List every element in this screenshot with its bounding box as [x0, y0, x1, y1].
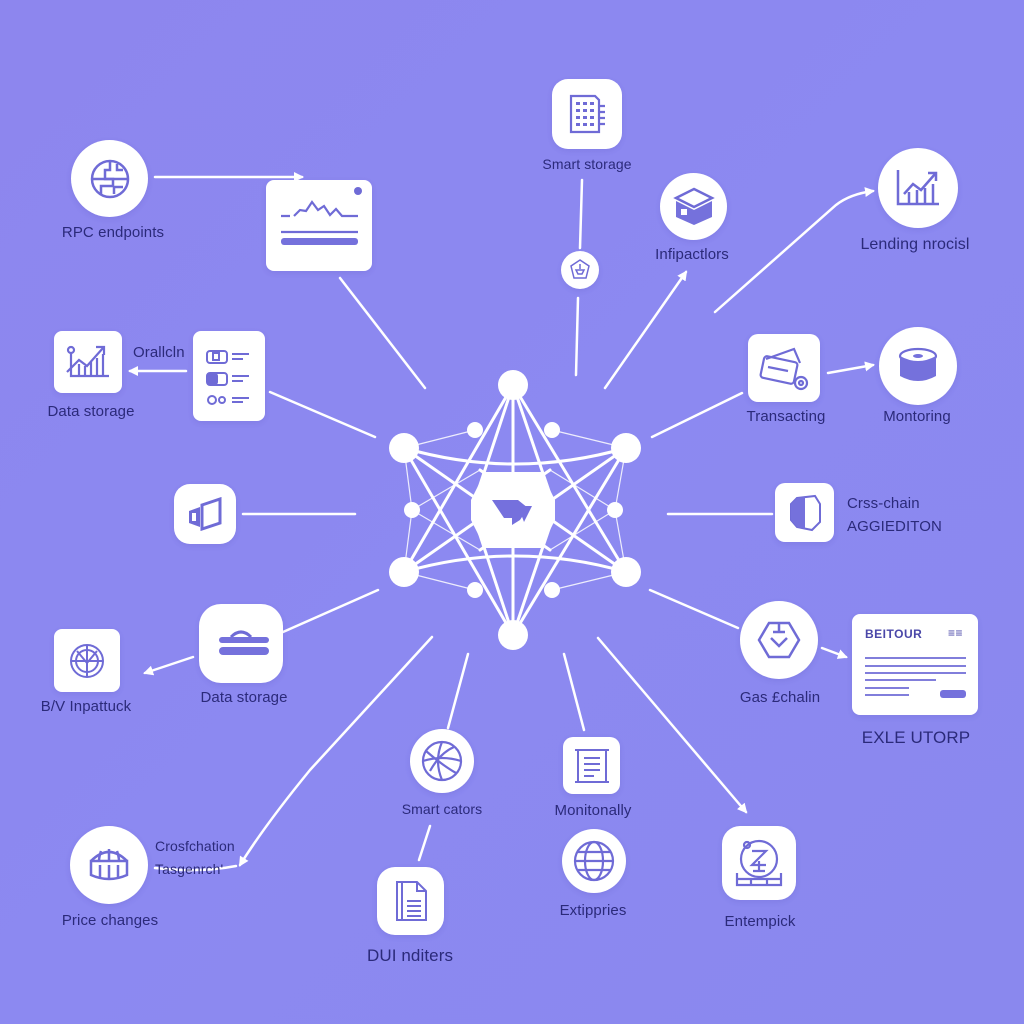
smart-storage-label: Smart storage: [542, 156, 632, 172]
transacting-label: Transacting: [746, 408, 826, 425]
cross-chain-label-line1: Crss-chain: [847, 495, 920, 512]
monitoring-node[interactable]: [879, 327, 957, 405]
list-card-icon: [206, 350, 249, 405]
entempick-node[interactable]: [722, 826, 796, 900]
smart-cators-node[interactable]: [410, 729, 474, 793]
monitonally-node[interactable]: [563, 737, 620, 794]
crosschain-tasgen-label-line2: Tasgenrch': [155, 861, 224, 877]
app-logo-node[interactable]: [174, 484, 236, 544]
infractions-label: Infipactlors: [655, 246, 729, 263]
shield-icon: [789, 494, 821, 531]
list-card-node[interactable]: [193, 331, 265, 421]
price-changes-node[interactable]: [70, 826, 148, 904]
bv-impact-label: B/V Inpattuck: [40, 698, 132, 715]
rpc-endpoints-label: RPC endpoints: [61, 224, 165, 241]
data-storage-node-2[interactable]: [199, 604, 283, 683]
database-cylinder-icon: [898, 347, 938, 381]
gas-chain-label: Gas £chalin: [739, 689, 821, 706]
anchor-connector-node[interactable]: [561, 251, 599, 289]
extippries-label: Extippries: [559, 902, 627, 919]
extippries-node[interactable]: [562, 829, 626, 893]
globe-orbit-icon: [421, 740, 463, 782]
monitonally-label: Monitonally: [554, 802, 632, 819]
wallet-cards-icon: [759, 347, 809, 391]
report-card-menu-icon[interactable]: ≡≡: [948, 626, 964, 640]
anchor-badge-icon: [570, 259, 590, 279]
lending-label: Lending nrocisl: [860, 236, 970, 253]
file-document-icon: [395, 881, 427, 921]
infractions-node[interactable]: [660, 173, 727, 240]
building-document-icon: [569, 94, 605, 134]
box-icon: [672, 187, 715, 225]
smart-storage-node[interactable]: [552, 79, 622, 149]
growth-chart-icon: [896, 170, 939, 206]
cross-chain-label-line2: AGGIEDITON: [847, 518, 942, 535]
line-chart-card-icon: [281, 187, 362, 245]
oracle-data-storage-node[interactable]: [54, 331, 122, 393]
document-card-icon: [865, 657, 966, 698]
dome-building-icon: [89, 849, 129, 881]
oracle-data-storage-label: Data storage: [47, 403, 135, 420]
lending-node[interactable]: [878, 148, 958, 228]
coin-exchange-icon: [735, 839, 783, 887]
smart-cators-label: Smart cators: [401, 801, 483, 817]
transacting-node[interactable]: [748, 334, 820, 402]
scroll-list-icon: [574, 748, 609, 783]
dui-nditers-label: DUI nditers: [366, 946, 454, 965]
dui-nditers-node[interactable]: [377, 867, 444, 935]
report-card-node[interactable]: BEITOUR ≡≡: [852, 614, 978, 715]
crosschain-tasgen-label-line1: Crosfchation: [155, 838, 235, 854]
network-hub-icon: [389, 370, 641, 650]
report-card-title: BEITOUR: [865, 627, 923, 641]
gas-chain-node[interactable]: [740, 601, 818, 679]
monitoring-label: Montoring: [883, 408, 951, 425]
globe-grid-icon: [70, 643, 104, 678]
oracle-label: Orallcln: [133, 344, 185, 361]
stack-layers-icon: [219, 630, 269, 655]
line-chart-card[interactable]: [266, 180, 372, 271]
data-storage-label-2: Data storage: [200, 689, 288, 706]
cross-chain-node[interactable]: [775, 483, 834, 542]
globe-icon: [90, 159, 129, 198]
hexagon-download-icon: [757, 621, 801, 659]
bv-impact-node[interactable]: [54, 629, 120, 692]
globe-icon: [573, 840, 615, 882]
rpc-endpoints-node[interactable]: [71, 140, 148, 217]
price-changes-label: Price changes: [61, 912, 159, 929]
report-card-label: EXLE UTORP: [861, 728, 971, 747]
trend-chart-icon: [66, 345, 109, 378]
app-logo-icon: [189, 497, 222, 531]
entempick-label: Entempick: [724, 913, 796, 930]
